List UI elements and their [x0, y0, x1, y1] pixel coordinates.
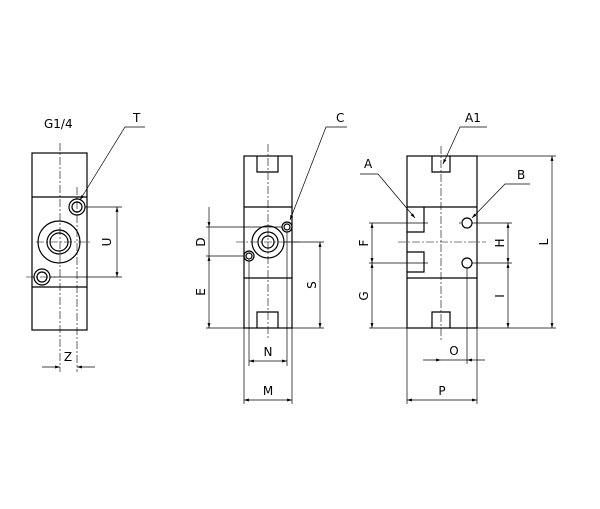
dim-u: U	[100, 238, 114, 247]
port-b-hole	[461, 217, 473, 229]
port-circle	[37, 220, 81, 264]
callout-c: C	[336, 111, 344, 125]
callout-a: A	[364, 157, 373, 171]
dim-n: N	[264, 345, 273, 359]
callout-a1: A1	[465, 111, 481, 125]
dim-i: I	[493, 294, 507, 298]
dim-d: D	[194, 237, 208, 246]
valve-body	[31, 152, 88, 331]
right-view: F G H I L O P A A1 B	[357, 111, 556, 404]
dim-m: M	[263, 384, 273, 398]
dim-f: F	[357, 239, 371, 246]
dim-e: E	[194, 288, 208, 296]
middle-view: C D E S N M	[194, 111, 347, 404]
dim-h: H	[493, 238, 507, 247]
dim-s: S	[305, 281, 319, 289]
dim-g: G	[357, 291, 371, 300]
left-view: G1/4 T U Z	[26, 111, 145, 372]
dim-p: P	[438, 384, 445, 398]
dim-z: Z	[64, 350, 72, 364]
port-hole	[461, 257, 473, 269]
dim-o: O	[449, 344, 458, 358]
dim-l: L	[537, 238, 551, 245]
callout-b: B	[517, 168, 525, 182]
thread-label: G1/4	[44, 117, 73, 131]
callout-t: T	[132, 111, 141, 125]
